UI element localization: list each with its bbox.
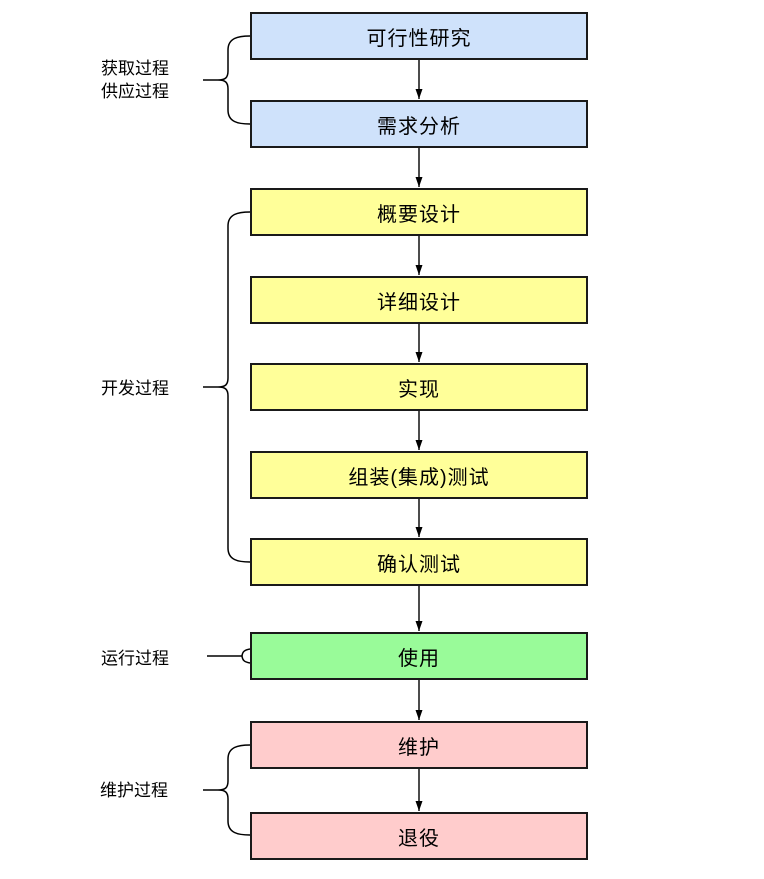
group-label-line: 运行过程 bbox=[101, 649, 169, 668]
brace-acquisition-supply bbox=[217, 35, 251, 125]
flow-box-label: 确认测试 bbox=[377, 553, 461, 576]
flow-box-label: 组装(集成)测试 bbox=[348, 466, 490, 489]
flow-box-feasibility-study: 可行性研究 bbox=[250, 12, 588, 60]
flow-box-requirements-analysis: 需求分析 bbox=[250, 100, 588, 148]
group-label-maintenance: 维护过程 bbox=[100, 779, 168, 802]
flow-box-acceptance-testing: 确认测试 bbox=[250, 538, 588, 586]
group-label-line: 开发过程 bbox=[101, 379, 169, 398]
flow-box-label: 维护 bbox=[398, 736, 440, 759]
brace-maintenance bbox=[217, 744, 251, 836]
flow-box-retirement: 退役 bbox=[250, 812, 588, 860]
flow-box-label: 概要设计 bbox=[377, 203, 461, 226]
flow-box-label: 实现 bbox=[398, 378, 440, 401]
group-label-line: 供应过程 bbox=[101, 82, 169, 101]
group-label-development: 开发过程 bbox=[101, 377, 169, 400]
group-label-line: 获取过程 bbox=[101, 59, 169, 78]
connector-operation bbox=[241, 648, 251, 664]
flow-box-label: 需求分析 bbox=[377, 115, 461, 138]
flow-box-integration-testing: 组装(集成)测试 bbox=[250, 451, 588, 499]
flow-box-label: 退役 bbox=[398, 827, 440, 850]
flow-box-use: 使用 bbox=[250, 632, 588, 680]
flow-box-detailed-design: 详细设计 bbox=[250, 276, 588, 324]
group-label-acquisition-supply: 获取过程 供应过程 bbox=[101, 57, 169, 103]
flow-box-maintenance: 维护 bbox=[250, 721, 588, 769]
brace-development bbox=[217, 211, 251, 563]
flow-box-label: 使用 bbox=[398, 647, 440, 670]
flow-box-outline-design: 概要设计 bbox=[250, 188, 588, 236]
flow-box-label: 可行性研究 bbox=[366, 27, 472, 50]
group-label-line: 维护过程 bbox=[100, 781, 168, 800]
group-label-operation: 运行过程 bbox=[101, 647, 169, 670]
flow-box-label: 详细设计 bbox=[377, 291, 461, 314]
flow-box-implementation: 实现 bbox=[250, 363, 588, 411]
